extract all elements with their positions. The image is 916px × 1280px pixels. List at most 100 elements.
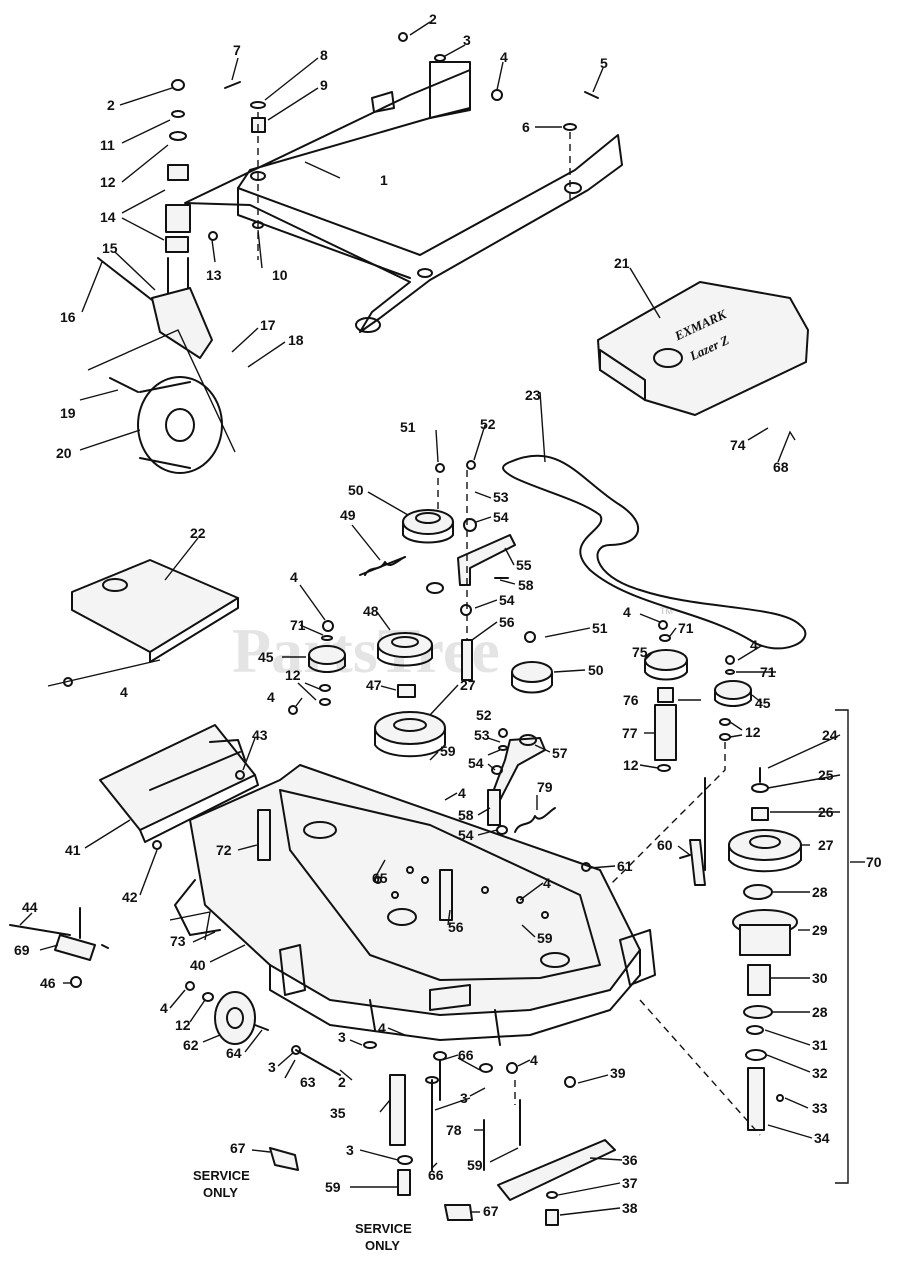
callout-28b: 28 bbox=[812, 1004, 828, 1020]
caster-assembly bbox=[87, 79, 236, 474]
callout-72: 72 bbox=[216, 842, 232, 858]
callout-54b: 54 bbox=[499, 592, 515, 608]
callout-78: 78 bbox=[446, 1122, 462, 1138]
anti-scalp-wheel bbox=[9, 907, 341, 1076]
callout-27b: 27 bbox=[818, 837, 834, 853]
callout-59d: 59 bbox=[325, 1179, 341, 1195]
callout-49: 49 bbox=[340, 507, 356, 523]
callout-77: 77 bbox=[622, 725, 638, 741]
callout-69: 69 bbox=[14, 942, 30, 958]
callout-1: 1 bbox=[380, 172, 388, 188]
callout-43: 43 bbox=[252, 727, 268, 743]
callout-47: 47 bbox=[366, 677, 382, 693]
callout-65: 65 bbox=[372, 870, 388, 886]
callout-3d: 3 bbox=[460, 1090, 468, 1106]
callout-61: 61 bbox=[617, 858, 633, 874]
callout-12e: 12 bbox=[175, 1017, 191, 1033]
callout-4k: 4 bbox=[530, 1052, 538, 1068]
callout-19: 19 bbox=[60, 405, 76, 421]
callout-42: 42 bbox=[122, 889, 138, 905]
callout-2b: 2 bbox=[107, 97, 115, 113]
callout-35: 35 bbox=[330, 1105, 346, 1121]
callout-25: 25 bbox=[818, 767, 834, 783]
callout-66b: 66 bbox=[428, 1167, 444, 1183]
callout-28: 28 bbox=[812, 884, 828, 900]
callout-54: 54 bbox=[493, 509, 509, 525]
callout-3b: 3 bbox=[338, 1029, 346, 1045]
callout-57: 57 bbox=[552, 745, 568, 761]
mounting-bracket bbox=[47, 559, 239, 687]
callout-70: 70 bbox=[866, 854, 882, 870]
callout-45b: 45 bbox=[755, 695, 771, 711]
callout-leaders bbox=[19, 21, 865, 1216]
callout-4j: 4 bbox=[378, 1020, 386, 1036]
callout-40: 40 bbox=[190, 957, 206, 973]
callout-74: 74 bbox=[730, 437, 746, 453]
idler-assembly bbox=[359, 460, 516, 681]
callout-59c: 59 bbox=[467, 1157, 483, 1173]
callout-44: 44 bbox=[22, 899, 38, 915]
callout-56b: 56 bbox=[448, 919, 464, 935]
callout-12d: 12 bbox=[745, 724, 761, 740]
callout-4d: 4 bbox=[623, 604, 631, 620]
callout-71b: 71 bbox=[678, 620, 694, 636]
idler-arm-right bbox=[487, 728, 556, 835]
callout-71: 71 bbox=[290, 617, 306, 633]
discharge-deflector bbox=[99, 724, 259, 850]
callout-7: 7 bbox=[233, 42, 241, 58]
callout-52b: 52 bbox=[476, 707, 492, 723]
callout-55: 55 bbox=[516, 557, 532, 573]
callout-14: 14 bbox=[100, 209, 116, 225]
callout-23: 23 bbox=[525, 387, 541, 403]
callout-11: 11 bbox=[100, 137, 115, 153]
callout-56: 56 bbox=[499, 614, 515, 630]
callout-34: 34 bbox=[814, 1130, 830, 1146]
callout-50b: 50 bbox=[588, 662, 604, 678]
spindle-assembly bbox=[581, 709, 849, 1184]
callout-68: 68 bbox=[773, 459, 789, 475]
callout-12b: 12 bbox=[285, 667, 301, 683]
callout-67b: 67 bbox=[483, 1203, 499, 1219]
callout-36: 36 bbox=[622, 1152, 638, 1168]
callout-46: 46 bbox=[40, 975, 56, 991]
callout-4: 4 bbox=[500, 49, 508, 65]
callout-71c: 71 bbox=[760, 664, 776, 680]
callout-5: 5 bbox=[600, 55, 608, 71]
deck-lift-frame bbox=[184, 61, 623, 333]
callout-64: 64 bbox=[226, 1045, 242, 1061]
callout-6: 6 bbox=[522, 119, 530, 135]
callout-26: 26 bbox=[818, 804, 834, 820]
callout-4g: 4 bbox=[458, 785, 466, 801]
callout-22: 22 bbox=[190, 525, 206, 541]
callout-60: 60 bbox=[657, 837, 673, 853]
callout-30: 30 bbox=[812, 970, 828, 986]
callout-15: 15 bbox=[102, 240, 118, 256]
callout-58b: 58 bbox=[458, 807, 474, 823]
callout-62: 62 bbox=[183, 1037, 199, 1053]
callout-54d: 54 bbox=[458, 827, 474, 843]
belt-cover: EXMARK Lazer Z bbox=[597, 281, 809, 416]
callout-54c: 54 bbox=[468, 755, 484, 771]
callout-45: 45 bbox=[258, 649, 274, 665]
callout-17: 17 bbox=[260, 317, 276, 333]
callout-48: 48 bbox=[363, 603, 379, 619]
callout-24: 24 bbox=[822, 727, 838, 743]
callout-10: 10 bbox=[272, 267, 288, 283]
pulley-cluster-left bbox=[288, 620, 446, 758]
callout-12: 12 bbox=[100, 174, 116, 190]
pulley-cluster-right bbox=[511, 620, 752, 896]
mower-deck-housing bbox=[174, 764, 656, 1046]
callout-41: 41 bbox=[65, 842, 81, 858]
callout-79: 79 bbox=[537, 779, 553, 795]
callout-51b: 51 bbox=[592, 620, 608, 636]
callout-75: 75 bbox=[632, 644, 648, 660]
callout-2: 2 bbox=[429, 11, 437, 27]
callout-59b: 59 bbox=[537, 930, 553, 946]
callout-18: 18 bbox=[288, 332, 304, 348]
callout-2c: 2 bbox=[338, 1074, 346, 1090]
callout-27: 27 bbox=[460, 677, 476, 693]
callout-37: 37 bbox=[622, 1175, 638, 1191]
